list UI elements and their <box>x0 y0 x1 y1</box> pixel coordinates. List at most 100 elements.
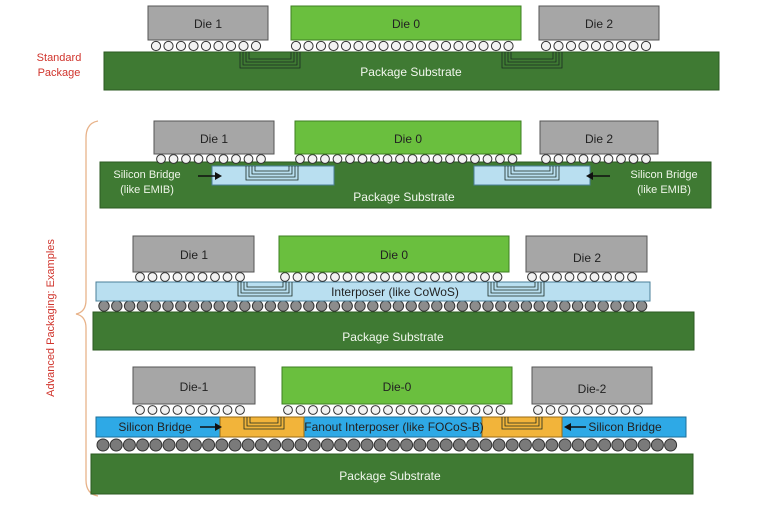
solder-bump <box>163 40 174 52</box>
solder-bump <box>566 154 576 164</box>
solder-bump <box>315 40 327 52</box>
solder-bump <box>540 40 552 52</box>
solder-bump <box>292 272 303 282</box>
solder-bump <box>235 272 245 282</box>
solder-bump <box>598 438 612 452</box>
callout-backdrop-right <box>616 164 708 200</box>
die-label: Die 1 <box>200 132 228 146</box>
standard-package-label-line2: Package <box>38 67 81 79</box>
silicon-bridge-left <box>211 165 335 186</box>
solder-bump <box>545 438 559 452</box>
die-label: Die-1 <box>180 380 209 394</box>
solder-bump <box>156 154 166 164</box>
solder-bump <box>445 405 456 415</box>
bridge-right-label-line2: (like EMIB) <box>637 184 691 196</box>
solder-bump <box>405 272 415 282</box>
solder-bump <box>122 438 136 452</box>
silicon-bridge-left-embedded <box>219 416 305 438</box>
solder-bump <box>181 154 191 164</box>
solder-bump <box>160 405 170 415</box>
trace-line <box>507 166 557 178</box>
solder-bump <box>254 438 268 452</box>
trace-line <box>493 282 539 291</box>
solder-bump <box>558 405 568 415</box>
solder-bump <box>615 40 627 52</box>
solder-bump <box>633 405 643 415</box>
solder-bump <box>280 272 290 282</box>
c4-bump-row <box>96 438 678 452</box>
substrate-label: Package Substrate <box>360 65 462 79</box>
solder-bump <box>379 300 392 312</box>
bump-row <box>150 40 652 52</box>
solder-bump <box>571 438 585 452</box>
solder-bump <box>624 438 638 452</box>
substrate-label: Package Substrate <box>339 469 441 483</box>
solder-bump <box>303 40 314 52</box>
solder-bump <box>367 272 378 282</box>
solder-bump <box>637 438 651 452</box>
bridge-left-label-line1: Silicon Bridge <box>113 169 180 181</box>
solder-bump <box>225 40 237 52</box>
solder-bump <box>210 272 220 282</box>
trace-line <box>501 417 543 430</box>
solder-bump <box>243 154 254 164</box>
solder-bump <box>430 272 440 282</box>
solder-bump <box>492 272 503 282</box>
die-0: Die 0 <box>278 235 510 273</box>
solder-bump <box>552 272 562 282</box>
die-label: Die 1 <box>194 17 222 31</box>
solder-bump <box>317 272 328 282</box>
solder-bump <box>383 405 393 415</box>
solder-bump <box>564 272 575 282</box>
solder-bump <box>231 154 241 164</box>
solder-bump <box>527 272 537 282</box>
solder-bump <box>553 40 564 52</box>
solder-bump <box>546 300 558 312</box>
substrate-label: Package Substrate <box>342 330 444 344</box>
solder-bump <box>370 405 381 415</box>
substrate-label: Package Substrate <box>353 190 455 204</box>
solder-bump <box>417 272 428 282</box>
solder-bump <box>443 300 456 312</box>
package-substrate <box>103 51 720 91</box>
solder-bump <box>635 300 648 312</box>
solder-bump <box>420 154 430 164</box>
solder-bump <box>294 438 308 452</box>
solder-bump <box>455 272 465 282</box>
solder-bump <box>353 40 364 52</box>
bridge-right-label-line1: Silicon Bridge <box>630 169 697 181</box>
die-label: Die 0 <box>392 17 420 31</box>
bridge-trace-left <box>245 166 299 181</box>
solder-bump <box>172 405 183 415</box>
trace-line <box>513 166 551 172</box>
solder-bump <box>495 154 505 164</box>
solder-bump <box>111 300 123 312</box>
solder-bump <box>577 272 587 282</box>
solder-bump <box>98 300 110 312</box>
trace-line <box>243 417 285 430</box>
solder-bump <box>341 300 353 312</box>
solder-bump <box>328 40 339 52</box>
solder-bump <box>503 40 514 52</box>
micro-bump-row <box>135 405 643 415</box>
solder-bump <box>187 300 200 312</box>
solder-bump <box>218 154 229 164</box>
solder-bump <box>458 405 468 415</box>
trace-line <box>510 166 554 175</box>
solder-bump <box>456 300 469 312</box>
solder-bump <box>290 300 302 312</box>
bridge-left-label: Silicon Bridge <box>118 420 192 434</box>
solder-bump <box>193 154 204 164</box>
trace-line <box>504 166 560 181</box>
substrate-trace-right <box>501 52 563 69</box>
trace-line <box>510 52 554 60</box>
interposer-trace-right <box>487 282 545 297</box>
solder-bump <box>175 438 189 452</box>
trace-line <box>249 417 279 424</box>
solder-bump <box>147 272 158 282</box>
solder-bump <box>135 272 145 282</box>
solder-bump <box>482 300 494 312</box>
solder-bump <box>373 438 387 452</box>
solder-bump <box>172 272 183 282</box>
solder-bump <box>295 405 306 415</box>
